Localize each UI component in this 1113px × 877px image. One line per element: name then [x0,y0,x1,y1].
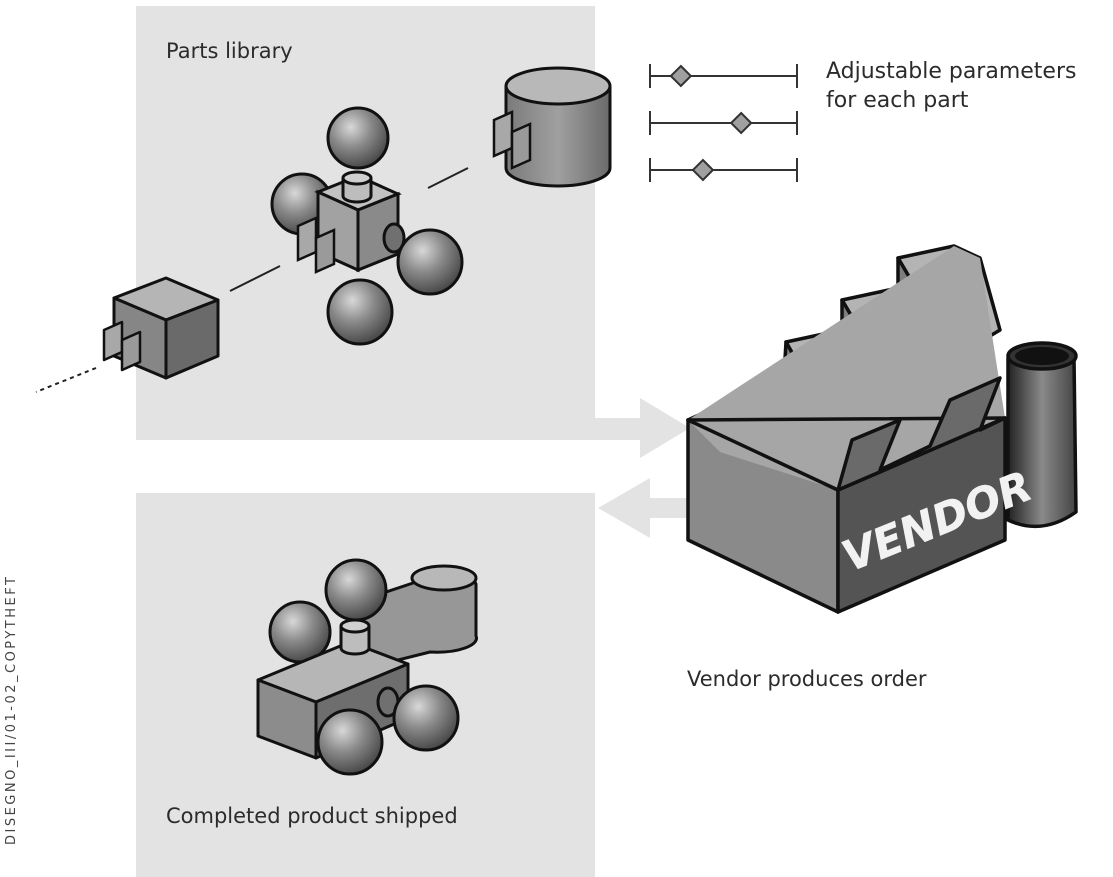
parameter-sliders [649,64,798,182]
parts-library-label: Parts library [166,39,293,63]
side-caption: DISEGNO_III/01-02_COPYTHEFT [4,574,19,845]
slider-1 [649,64,798,88]
completed-product [256,558,478,776]
slider-handle [729,111,753,135]
slider-handle [669,64,693,88]
vendor-caption: Vendor produces order [687,667,927,691]
params-line-1: Adjustable parameters [826,59,1077,84]
slider-handle [691,158,715,182]
cylinder-part [492,66,612,188]
slider-2 [649,111,798,135]
cube-part [102,276,220,380]
hub-assembly-part [270,106,464,346]
connector-lines [35,167,469,393]
slider-3 [649,158,798,182]
arrow-to-vendor [595,398,690,458]
params-line-2: for each part [826,87,969,113]
arrow-from-vendor [598,478,700,538]
completed-product-label: Completed product shipped [166,804,458,828]
vendor-factory [686,244,1078,614]
adjustable-parameters-label: Adjustable parameters for each part [826,58,1076,115]
